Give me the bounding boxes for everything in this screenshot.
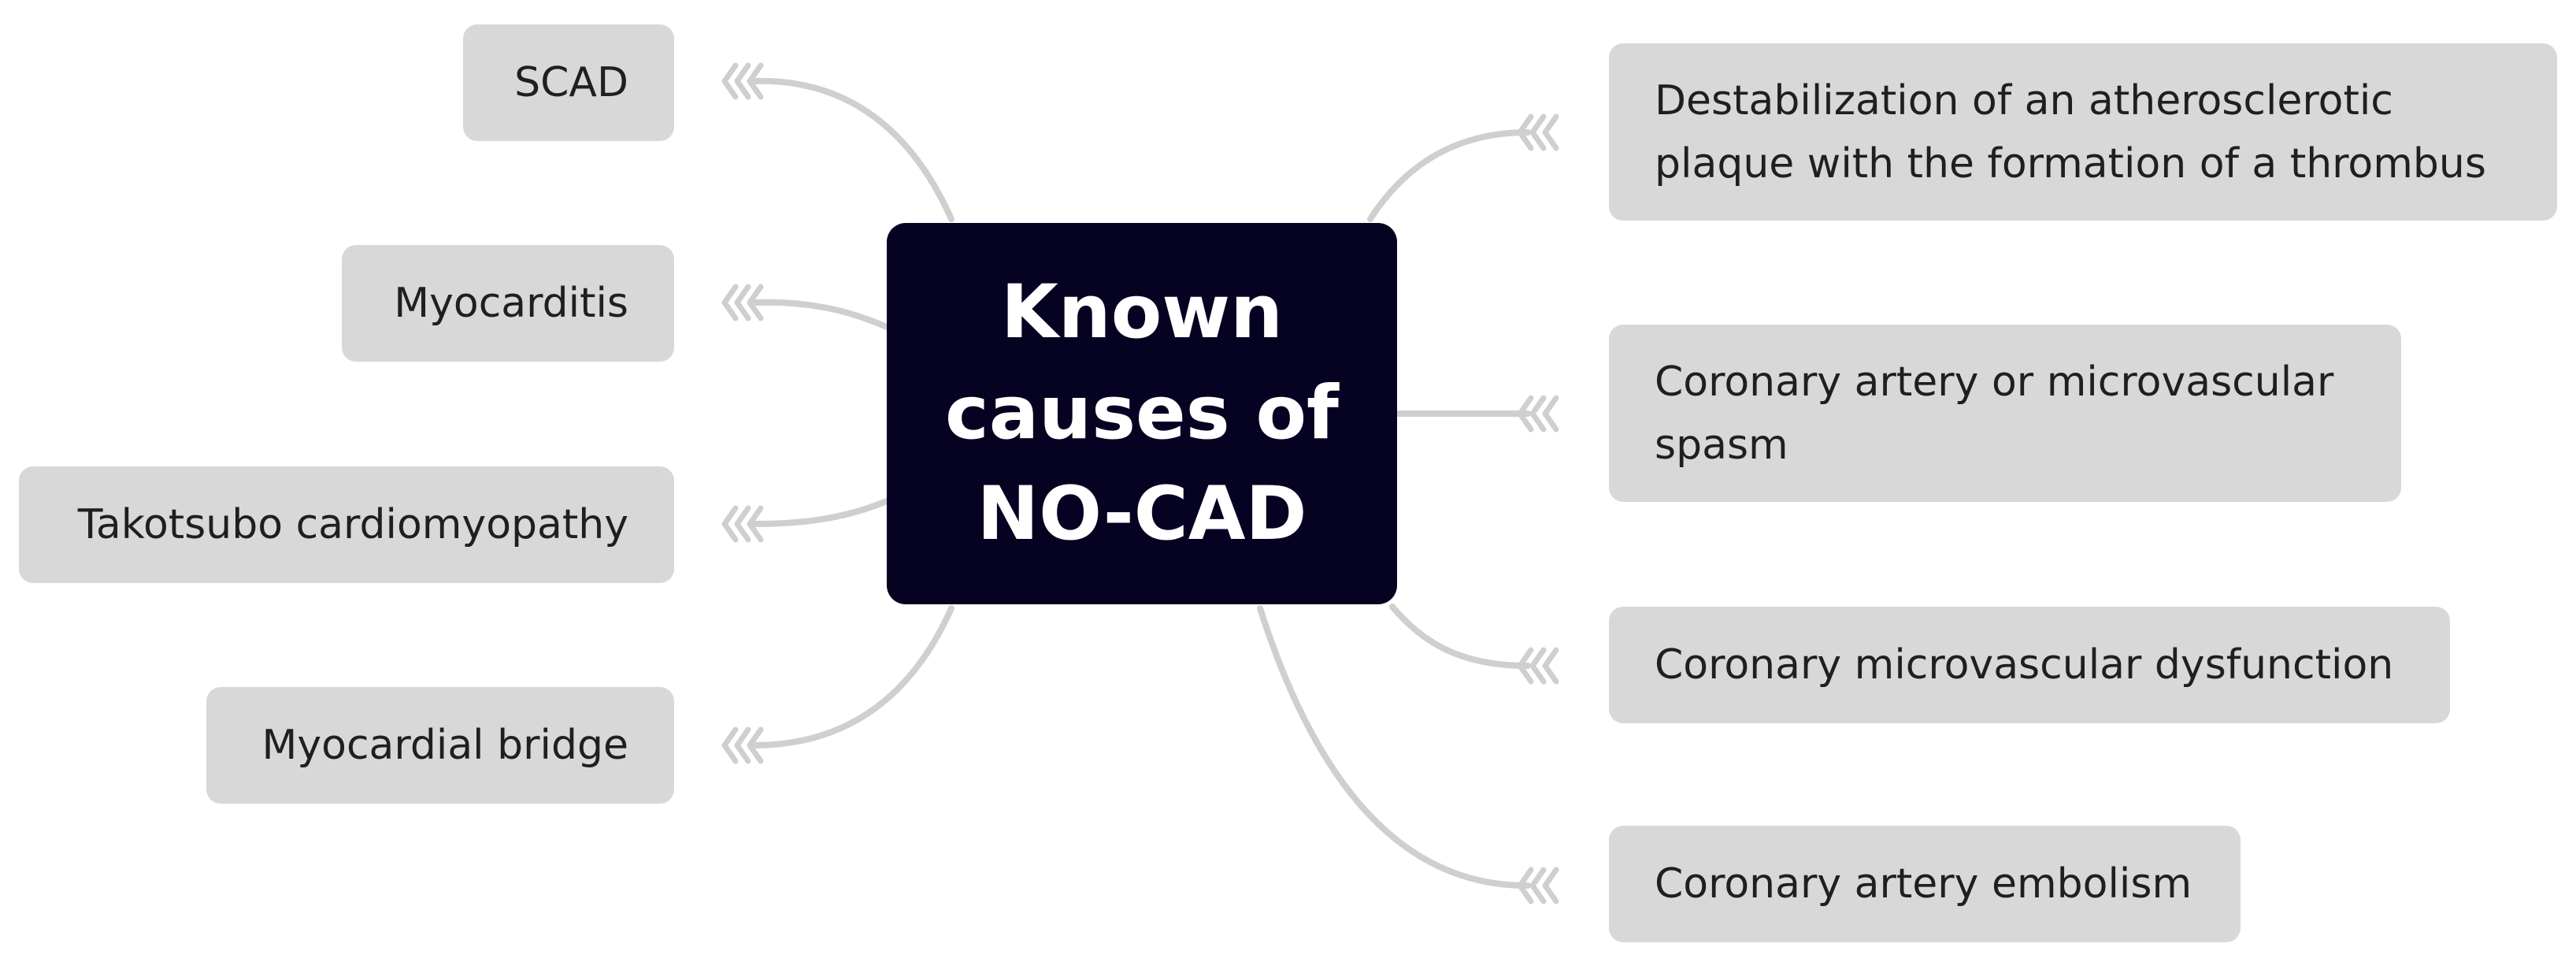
node-label-line: Destabilization of an atherosclerotic xyxy=(1655,76,2393,124)
node-microvascular-dysfunction: Coronary microvascular dysfunction xyxy=(1609,607,2450,723)
connector-takotsubo xyxy=(753,498,890,527)
node-scad: SCAD xyxy=(463,24,674,141)
chevron-icon xyxy=(1517,395,1559,433)
chevron-icon xyxy=(1517,867,1559,904)
node-label: Destabilization of an atherosclerotic pl… xyxy=(1655,69,2486,195)
node-takotsubo-cardiomyopathy: Takotsubo cardiomyopathy xyxy=(19,466,674,583)
node-label: Myocarditis xyxy=(394,280,628,327)
node-embolism: Coronary artery embolism xyxy=(1609,826,2241,942)
connector-destabilization xyxy=(1367,129,1531,222)
node-label: Takotsubo cardiomyopathy xyxy=(77,501,628,548)
node-myocarditis: Myocarditis xyxy=(342,245,674,362)
node-label: Coronary microvascular dysfunction xyxy=(1655,633,2393,696)
node-label: Coronary artery embolism xyxy=(1655,852,2192,916)
chevron-icon xyxy=(721,284,764,321)
connector-myocardial-bridge xyxy=(753,605,954,748)
chevron-icon xyxy=(1517,647,1559,685)
center-title-line: Known xyxy=(1000,269,1284,355)
center-title-line: causes of xyxy=(945,370,1339,456)
chevron-icon xyxy=(721,505,764,543)
connector-embolism xyxy=(1257,605,1531,890)
center-title: Known causes of NO-CAD xyxy=(945,262,1339,565)
node-label-line: plaque with the formation of a thrombus xyxy=(1655,139,2486,188)
node-label-line: spasm xyxy=(1655,421,1788,469)
center-node: Known causes of NO-CAD xyxy=(887,223,1397,604)
center-title-line: NO-CAD xyxy=(977,471,1307,557)
node-label: Myocardial bridge xyxy=(261,722,628,769)
node-label: SCAD xyxy=(514,59,628,106)
node-label-line: Coronary artery embolism xyxy=(1655,860,2192,908)
chevron-icon xyxy=(721,726,764,764)
node-spasm: Coronary artery or microvascular spasm xyxy=(1609,325,2401,502)
connector-scad xyxy=(753,77,954,222)
node-label-line: Coronary artery or microvascular xyxy=(1655,358,2334,406)
chevron-icon xyxy=(721,62,764,100)
node-destabilization: Destabilization of an atherosclerotic pl… xyxy=(1609,43,2557,221)
node-label: Coronary artery or microvascular spasm xyxy=(1655,351,2333,477)
connector-myocarditis xyxy=(753,299,890,330)
node-myocardial-bridge: Myocardial bridge xyxy=(206,687,674,804)
node-label-line: Coronary microvascular dysfunction xyxy=(1655,641,2394,689)
connector-microvascular xyxy=(1389,604,1531,669)
chevron-icon xyxy=(1517,113,1559,151)
